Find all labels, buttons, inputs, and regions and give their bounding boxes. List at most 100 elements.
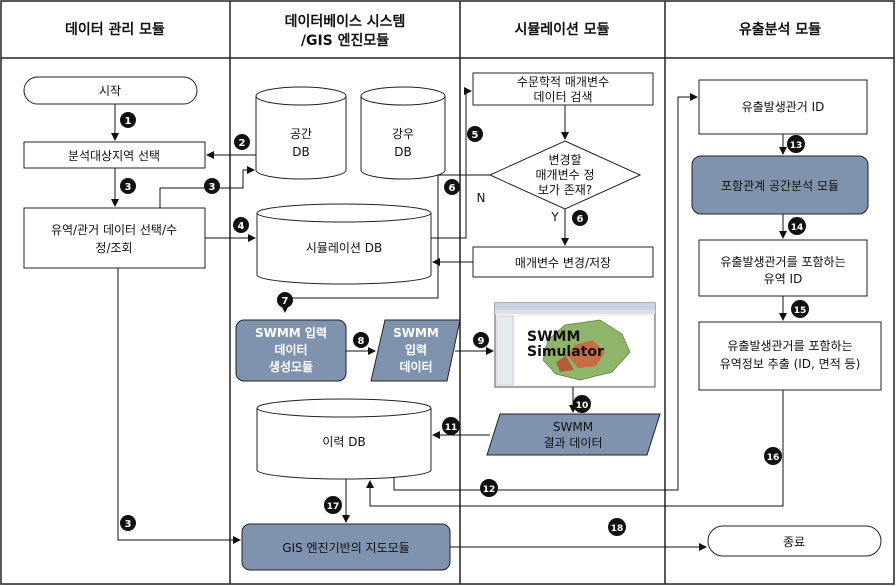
step-badge: 16 [764, 447, 782, 465]
step-badge: 6 [572, 210, 588, 226]
gis-map-label: GIS 엔진기반의 지도모듈 [282, 541, 409, 555]
svg-text:17: 17 [327, 502, 340, 512]
svg-text:15: 15 [794, 306, 807, 316]
simulation-db-cylinder [256, 203, 432, 285]
step-badge: 3 [204, 178, 220, 194]
swmm-input-label-1: SWMM [393, 326, 439, 340]
swmm-result-label-2: 결과 데이터 [543, 436, 602, 450]
svg-text:3: 3 [125, 182, 132, 193]
end-label: 종료 [783, 535, 805, 549]
header-data-module: 데이터 관리 모듈 [65, 21, 165, 38]
param-search-box [472, 72, 654, 106]
step-badge: 3 [120, 178, 136, 194]
swmm-input-data [370, 319, 461, 382]
connectors [111, 87, 787, 551]
decision-label-2: 매개변수 정 [535, 168, 594, 182]
spatial-analysis-label: 포함관계 공간분석 모듈 [721, 179, 839, 193]
step-badge: 12 [480, 479, 498, 497]
simulator-title-1: SWMM [527, 329, 580, 345]
decision-label-1: 변경할 [548, 153, 581, 167]
space-db-cylinder [255, 86, 347, 180]
header-gis-engine: /GIS 엔진모듈 [301, 32, 389, 49]
history-db-label: 이력 DB [322, 435, 365, 449]
step-badge: 2 [234, 134, 250, 150]
param-change-label: 매개변수 변경/저장 [515, 256, 611, 270]
svg-text:9: 9 [478, 336, 485, 347]
svg-text:1: 1 [125, 116, 132, 127]
simulation-db-label: 시뮬레이션 DB [306, 241, 383, 255]
basin-id-label-2: 유역 ID [764, 272, 803, 286]
swmm-gen-label-3: 생성모듈 [269, 359, 313, 374]
step-badge: 8 [353, 332, 369, 348]
svg-text:4: 4 [238, 221, 245, 232]
svg-text:13: 13 [790, 141, 803, 151]
step-badge: 1 [120, 112, 136, 128]
data-select-label-2: 정/조회 [95, 241, 132, 255]
swmm-gen-label-1: SWMM 입력 [255, 326, 327, 340]
history-db-cylinder [256, 398, 432, 480]
param-change-box [472, 246, 654, 278]
svg-text:6: 6 [577, 214, 584, 225]
decision-no-label: N [477, 191, 486, 205]
space-db-label-1: 공간 [290, 127, 312, 141]
step-badge: 10 [573, 395, 591, 413]
decision-label-3: 보가 존재? [538, 183, 592, 197]
select-area-label: 분석대상지역 선택 [68, 149, 160, 163]
data-select-box [23, 207, 206, 269]
basin-info-label-1: 유출발생관거를 포함하는 [727, 339, 852, 353]
svg-text:7: 7 [282, 296, 289, 307]
decision-yes-label: Y [550, 210, 559, 224]
rain-db-cylinder [360, 86, 446, 180]
svg-text:14: 14 [791, 223, 804, 233]
outflow-id-label: 유출발생관거 ID [742, 100, 825, 114]
header-db-system: 데이터베이스 시스템 [285, 13, 406, 30]
basin-info-box [698, 321, 882, 391]
svg-text:3: 3 [209, 182, 216, 193]
rain-db-label-2: DB [394, 145, 411, 159]
outflow-id-box [698, 79, 868, 135]
end-terminator [707, 525, 882, 557]
svg-text:10: 10 [576, 401, 589, 411]
svg-text:16: 16 [767, 453, 780, 463]
param-search-label-2: 데이터 검색 [533, 90, 592, 104]
start-label: 시작 [99, 84, 121, 98]
svg-text:5: 5 [472, 130, 479, 141]
step-badge: 13 [787, 135, 805, 153]
data-select-label-1: 유역/관거 데이터 선택/수 [51, 223, 177, 237]
simulator-title-2: Simulator [527, 344, 604, 360]
swmm-input-label-2: 입력 [405, 343, 427, 357]
step-badge: 14 [788, 217, 806, 235]
step-badge: 5 [467, 126, 483, 142]
basin-id-label-1: 유출발생관거를 포함하는 [720, 255, 845, 269]
step-badge: 11 [442, 417, 460, 435]
swmm-result-data [486, 413, 661, 456]
spatial-analysis-module [691, 155, 869, 215]
swmm-result-label-1: SWMM [553, 420, 593, 434]
header-outflow: 유출분석 모듈 [739, 21, 821, 38]
step-badge: 17 [324, 496, 342, 514]
step-badge: 18 [608, 518, 626, 536]
step-badge: 6 [444, 179, 460, 195]
basin-id-box [698, 239, 868, 297]
svg-text:8: 8 [358, 336, 365, 347]
svg-text:11: 11 [445, 423, 458, 433]
step-badge: 4 [233, 217, 249, 233]
step-badge: 3 [120, 515, 136, 531]
svg-text:3: 3 [125, 519, 132, 530]
svg-text:18: 18 [611, 524, 624, 534]
rain-db-label-1: 강우 [392, 127, 414, 141]
step-badge: 9 [473, 332, 489, 348]
step-badge: 15 [791, 300, 809, 318]
start-terminator [23, 76, 198, 105]
svg-text:6: 6 [449, 183, 456, 194]
svg-text:2: 2 [239, 138, 246, 149]
basin-info-label-2: 유역정보 추출 (ID, 면적 등) [720, 357, 861, 371]
swmm-gen-label-2: 데이터 [274, 342, 307, 357]
swmm-simulator-image [494, 302, 656, 388]
svg-text:12: 12 [483, 485, 496, 495]
step-badge: 7 [277, 292, 293, 308]
param-search-label-1: 수문학적 매개변수 [517, 75, 609, 89]
swmm-input-label-3: 데이터 [399, 359, 432, 374]
